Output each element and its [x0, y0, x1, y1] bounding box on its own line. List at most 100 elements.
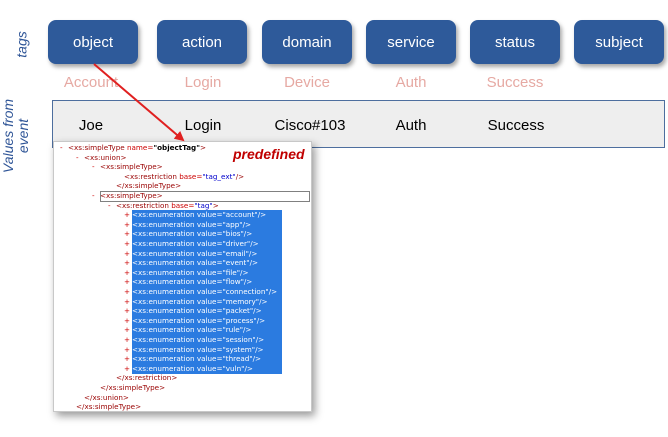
xml-enumeration-line: +<xs:enumeration value="bios"/>	[124, 229, 252, 239]
xml-attr-value: "flow"	[222, 277, 244, 287]
xml-highlight	[132, 277, 282, 288]
xml-attr-value: "objectTag"	[153, 143, 200, 152]
xml-attr: value=	[196, 335, 223, 344]
tag-subject-label: subject	[595, 33, 643, 51]
xml-tag: <xs:enumeration	[132, 258, 197, 268]
xml-tag: <xs:restriction	[116, 200, 172, 210]
xml-attr-value: "email"	[222, 248, 249, 258]
xml-attr-value: "account"	[222, 210, 258, 220]
xml-enumeration-line: +<xs:enumeration value="process"/>	[124, 316, 265, 326]
xml-tree-toggle: +	[124, 229, 131, 239]
xml-schema-panel: -<xs:simpleType name="objectTag">-<xs:un…	[53, 141, 312, 412]
xml-attr-value: "event"	[222, 258, 250, 268]
xml-tag-close: />	[252, 354, 262, 364]
xml-enumeration-line: +<xs:enumeration value="account"/>	[124, 210, 266, 220]
xml-tree-toggle: +	[124, 354, 131, 364]
xml-tag: <xs:restriction	[124, 171, 180, 181]
xml-attr-value: "bios"	[222, 229, 244, 239]
xml-tag: <xs:enumeration	[132, 267, 197, 277]
xml-tag-close: />	[243, 229, 253, 239]
xml-line: -<xs:union>	[76, 153, 127, 163]
xml-tree-toggle: -	[92, 191, 95, 200]
xml-attr: value=	[196, 315, 223, 325]
xml-enumeration-line: +<xs:enumeration value="memory"/>	[124, 297, 268, 307]
xml-enumeration-line: +<xs:enumeration value="app"/>	[124, 220, 251, 230]
tag-action: action	[157, 20, 247, 64]
xml-highlight	[132, 296, 282, 307]
xml-tag: <xs:enumeration	[132, 248, 197, 258]
tag-action-label: action	[181, 33, 223, 51]
xml-tag: <xs:enumeration	[132, 277, 197, 287]
xml-tree-toggle: +	[124, 344, 131, 354]
xml-tag: <xs:enumeration	[132, 335, 197, 344]
xml-tag: <xs:simpleType	[68, 143, 127, 152]
category-auth: Auth	[395, 74, 427, 91]
xml-highlight	[132, 363, 282, 374]
xml-line: -<xs:simpleType name="objectTag">	[60, 143, 206, 153]
xml-tag: </xs:union>	[84, 392, 129, 402]
category-login: Login	[184, 74, 222, 91]
predefined-label: predefined	[233, 146, 305, 162]
xml-attr-value: "file"	[222, 267, 241, 277]
value-login: Login	[184, 117, 222, 134]
tag-object: object	[48, 20, 138, 64]
tag-subject: subject	[574, 20, 664, 64]
tags-side-label: tags	[13, 31, 30, 58]
xml-attr: base=	[171, 200, 195, 210]
xml-tree-toggle: +	[124, 335, 131, 344]
xml-line: </xs:union>	[76, 393, 129, 403]
category-success: Success	[486, 74, 544, 91]
xml-attr: value=	[196, 239, 223, 248]
xml-attr: value=	[196, 248, 223, 258]
tag-domain: domain	[262, 20, 352, 64]
xml-attr: value=	[196, 287, 223, 296]
xml-attr-value: "thread"	[222, 354, 253, 364]
xml-attr-value: "driver"	[222, 239, 251, 248]
xml-tag-close: />	[235, 171, 245, 181]
xml-highlight	[132, 258, 282, 269]
xml-tag-close: >	[212, 200, 219, 210]
xml-highlight	[132, 354, 282, 365]
xml-tag-close: />	[240, 267, 249, 277]
values-side-label-line2: event	[15, 118, 31, 154]
xml-tag-close: />	[243, 277, 253, 287]
xml-attr: base=	[179, 171, 203, 181]
xml-highlight	[132, 229, 282, 240]
xml-tag-close: />	[257, 210, 267, 220]
xml-enumeration-line: +<xs:enumeration value="thread"/>	[124, 354, 261, 364]
xml-tag: <xs:enumeration	[132, 354, 197, 364]
xml-tag: <xs:enumeration	[132, 315, 197, 325]
xml-attr: value=	[196, 267, 223, 277]
xml-enumeration-line: +<xs:enumeration value="email"/>	[124, 249, 257, 259]
values-side-label-line1: Values from	[0, 98, 16, 174]
value-auth: Auth	[395, 117, 427, 134]
xml-tag: <xs:enumeration	[132, 344, 197, 354]
xml-tag: <xs:simpleType>	[100, 191, 163, 200]
xml-attr: value=	[196, 210, 223, 220]
xml-enumeration-line: +<xs:enumeration value="rule"/>	[124, 325, 251, 335]
xml-highlight	[132, 248, 282, 259]
xml-highlight	[132, 267, 282, 278]
xml-attr: value=	[196, 363, 223, 373]
xml-tag: <xs:enumeration	[132, 325, 197, 335]
xml-attr-value: "system"	[222, 344, 256, 354]
xml-tag: <xs:simpleType>	[100, 162, 163, 172]
xml-highlight	[132, 239, 282, 249]
tag-object-label: object	[72, 33, 114, 51]
xml-tag-close: />	[250, 239, 259, 248]
xml-line: </xs:simpleType>	[92, 383, 165, 393]
xml-highlight	[132, 306, 282, 317]
category-device: Device	[284, 74, 330, 91]
xml-tree-toggle: +	[124, 277, 131, 287]
xml-tree-toggle: +	[124, 363, 131, 373]
xml-tag-close: />	[248, 248, 258, 258]
xml-attr: value=	[196, 325, 223, 335]
xml-enumeration-line: +<xs:enumeration value="connection"/>	[124, 287, 277, 297]
xml-attr: value=	[196, 277, 223, 287]
xml-tree-toggle: +	[124, 267, 131, 277]
xml-tag-close: />	[256, 315, 266, 325]
xml-tree-toggle: +	[124, 248, 131, 258]
xml-tag-close: >	[199, 143, 206, 152]
xml-tag-close: />	[242, 219, 252, 229]
xml-attr: value=	[196, 258, 223, 268]
